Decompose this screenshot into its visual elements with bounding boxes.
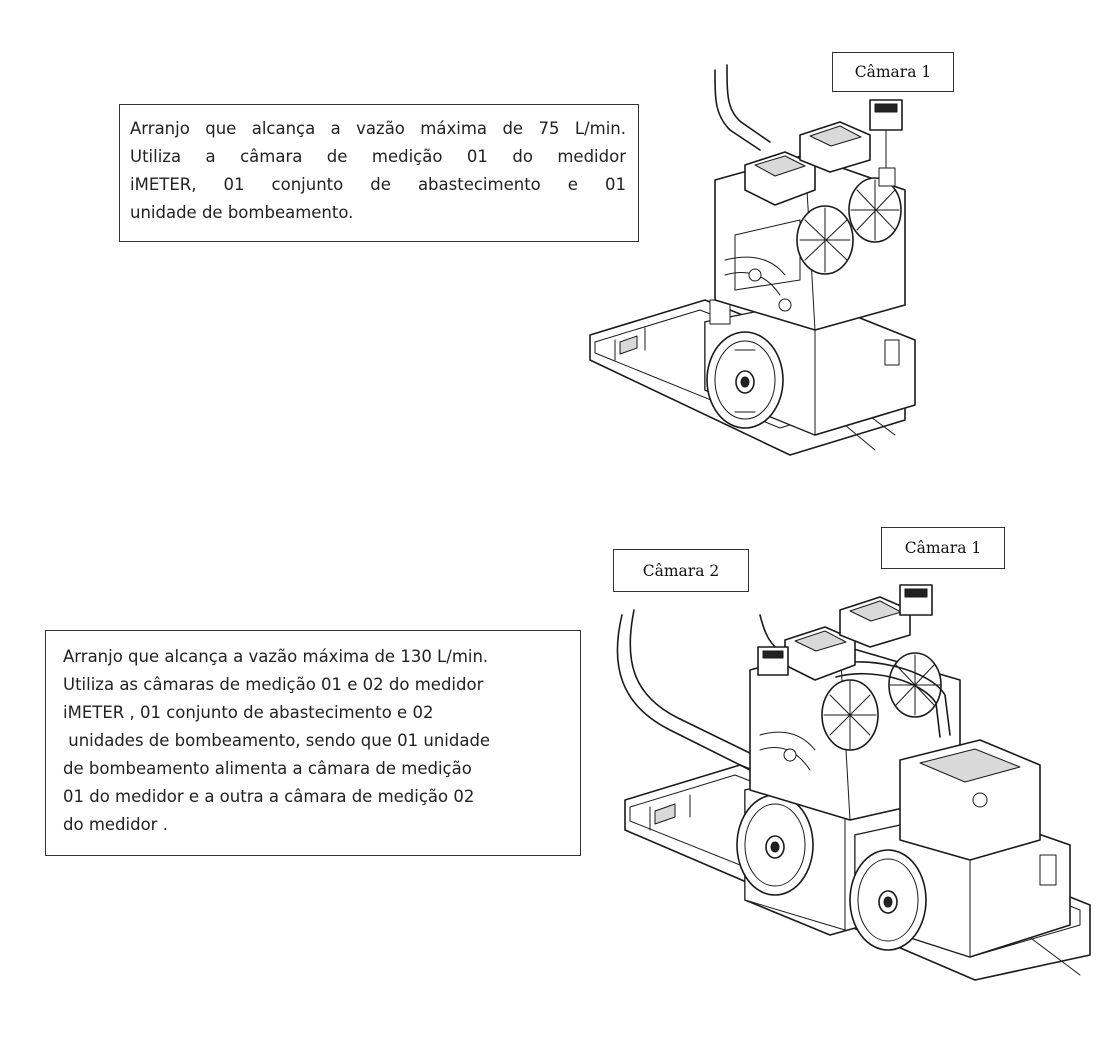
description-line: Utiliza as câmaras de medição 01 e 02 do… bbox=[63, 675, 484, 694]
chamber-1-label: Câmara 1 bbox=[832, 52, 954, 92]
description-line: iMETER , 01 conjunto de abastecimento e … bbox=[63, 703, 434, 722]
description-line: iMETER, 01 conjunto de abastecimento e 0… bbox=[130, 175, 626, 194]
description-line: de bombeamento alimenta a câmara de medi… bbox=[63, 759, 472, 778]
pump-unit-dual-drawing-icon bbox=[616, 584, 1091, 981]
description-line: Arranjo que alcança a vazão máxima de 13… bbox=[63, 647, 489, 666]
description-line: unidades de bombeamento, sendo que 01 un… bbox=[63, 731, 491, 750]
description-line: Utiliza a câmara de medição 01 do medido… bbox=[130, 147, 626, 166]
chamber-1-label: Câmara 1 bbox=[881, 527, 1005, 569]
description-line: unidade de bombeamento. bbox=[130, 203, 354, 222]
arrangement-130-description: Arranjo que alcança a vazão máxima de 13… bbox=[45, 630, 581, 856]
description-line: do medidor . bbox=[63, 815, 168, 834]
arrangement-75-description: Arranjo que alcança a vazão máxima de 75… bbox=[119, 104, 639, 242]
description-line: Arranjo que alcança a vazão máxima de 75… bbox=[130, 119, 626, 138]
pump-unit-single-drawing-icon bbox=[589, 64, 916, 456]
chamber-2-label: Câmara 2 bbox=[613, 549, 749, 592]
description-line: 01 do medidor e a outra a câmara de medi… bbox=[63, 787, 475, 806]
